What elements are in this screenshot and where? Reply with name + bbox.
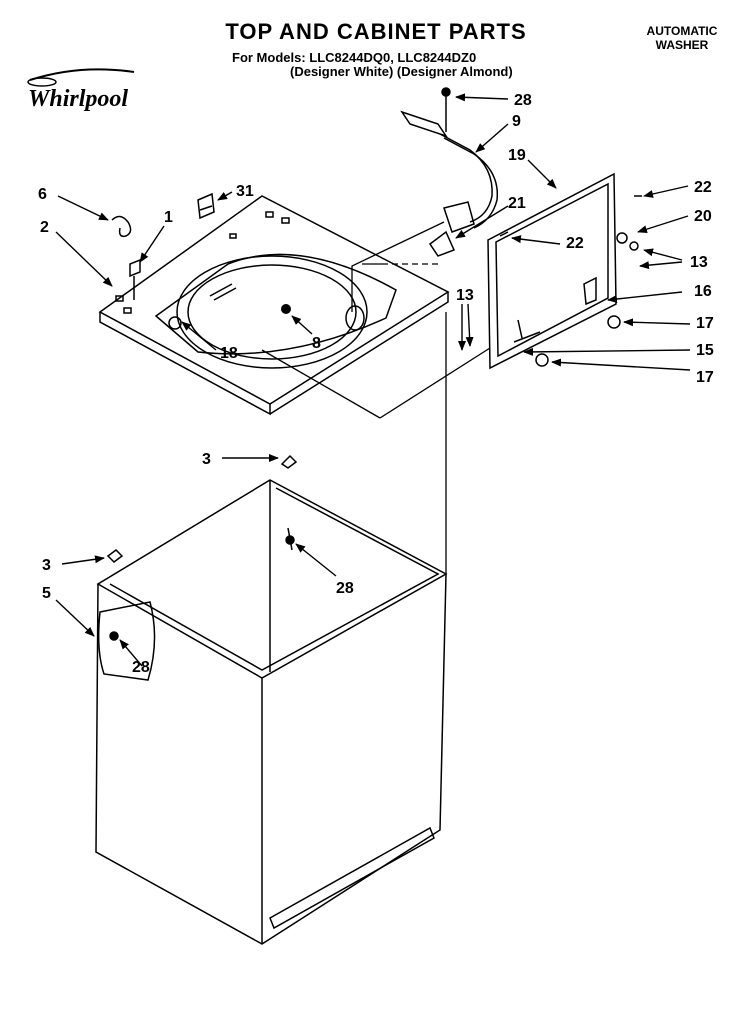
page-title: TOP AND CABINET PARTS — [225, 19, 526, 44]
callout-19: 19 — [508, 147, 526, 164]
callout-13-right: 13 — [690, 254, 708, 271]
variants-line: (Designer White) (Designer Almond) — [290, 64, 513, 79]
callout-28-front: 28 — [132, 659, 150, 676]
models-line: For Models: LLC8244DQ0, LLC8244DZ0 — [232, 50, 476, 65]
cabinet — [95, 454, 448, 945]
callout-31: 31 — [236, 183, 254, 200]
callout-2: 2 — [40, 219, 49, 236]
whirlpool-logo: Whirlpool — [27, 68, 135, 112]
product-type-line2: WASHER — [656, 38, 709, 52]
leader-arrows — [55, 93, 691, 667]
callout-28-cabinet: 28 — [336, 580, 354, 597]
top-panel — [98, 195, 450, 416]
bumper-part-21 — [428, 230, 456, 257]
bracket-part-31 — [197, 192, 215, 220]
callout-17-lower: 17 — [696, 369, 714, 386]
callout-13-left: 13 — [456, 287, 474, 304]
lid-switch-harness — [400, 87, 499, 233]
callout-15: 15 — [696, 342, 714, 359]
callout-22-right: 22 — [694, 179, 712, 196]
callout-3-lower: 3 — [42, 557, 51, 574]
callout-3-upper: 3 — [202, 451, 211, 468]
callout-labels: 28 9 19 6 31 1 2 21 22 20 22 13 16 13 17… — [38, 92, 714, 676]
callout-16: 16 — [694, 283, 712, 300]
product-type-line1: AUTOMATIC — [647, 24, 718, 38]
callout-28-top: 28 — [514, 92, 532, 109]
callout-20: 20 — [694, 208, 712, 225]
callout-17-upper: 17 — [696, 315, 714, 332]
callout-18: 18 — [220, 345, 238, 362]
screw-part-8 — [281, 304, 291, 314]
callout-21: 21 — [508, 195, 526, 212]
callout-1: 1 — [164, 209, 173, 226]
callout-5: 5 — [42, 585, 51, 602]
callout-6: 6 — [38, 186, 47, 203]
callout-8: 8 — [312, 335, 321, 352]
clip-part-6 — [111, 215, 132, 238]
clip-part-1 — [129, 258, 141, 300]
callout-22-inner: 22 — [566, 235, 584, 252]
brand-name: Whirlpool — [28, 86, 128, 112]
callout-9: 9 — [512, 113, 521, 130]
assembly-lines — [261, 221, 491, 574]
